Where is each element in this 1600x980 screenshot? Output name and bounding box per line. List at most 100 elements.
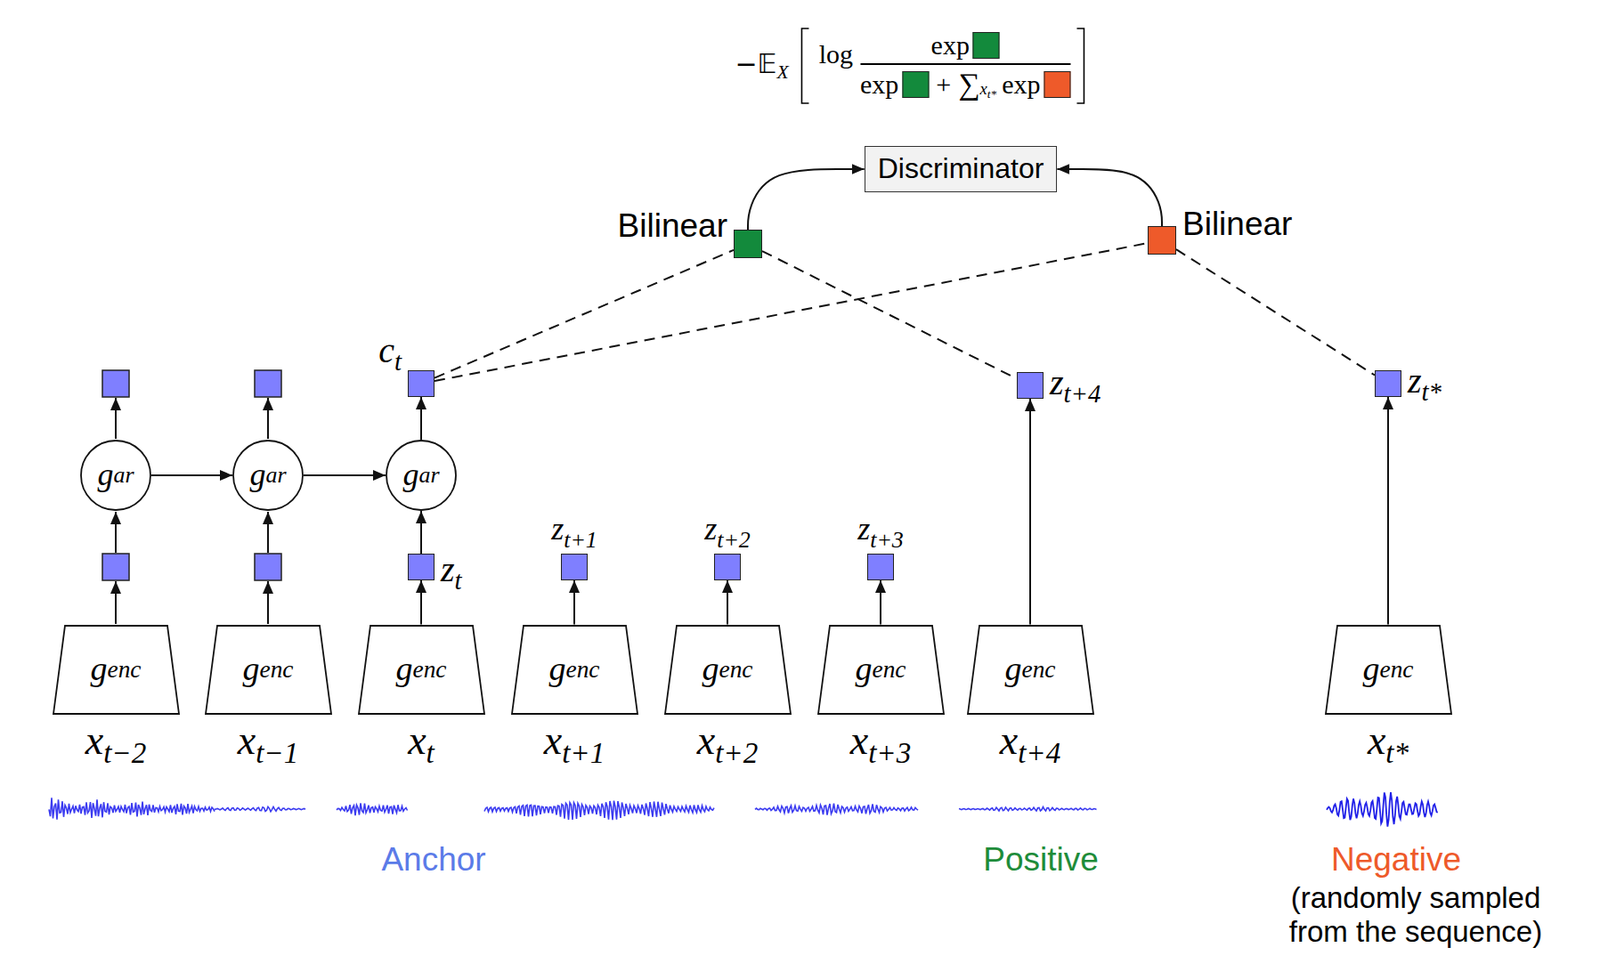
label-group: genc — [204, 625, 333, 715]
label-group: xt−2 — [85, 718, 147, 771]
subscript: t+4 — [1063, 379, 1102, 408]
subscript: t+4 — [1017, 736, 1061, 770]
subscript: t+2 — [714, 736, 758, 770]
subscript: t — [426, 736, 435, 770]
encoder-trapezoid: gencxt — [357, 625, 486, 715]
subscript: t−1 — [255, 736, 299, 770]
encoder-trapezoid: gencxt+1 — [511, 625, 639, 715]
encoder-trapezoid: gencxt+4 — [966, 625, 1095, 715]
label-group: genc — [1324, 625, 1453, 715]
subscript: enc — [413, 656, 447, 683]
arrow-connector — [151, 474, 233, 477]
context-square — [102, 370, 130, 398]
role-label: Negative — [1331, 841, 1462, 880]
subscript: ar — [418, 462, 439, 489]
loss-formula: −𝔼Xlogexpexp+∑xt*exp — [734, 26, 1090, 106]
arrow-connector — [420, 511, 423, 554]
circle — [81, 440, 151, 511]
color-square — [973, 32, 1000, 59]
waveform — [48, 797, 1097, 821]
color-square — [901, 71, 929, 98]
symbol: g — [249, 457, 266, 494]
label-group: xt+3 — [850, 718, 912, 771]
exp-word: exp — [860, 69, 899, 100]
bracket-stroke — [802, 28, 810, 104]
sum-sign: ∑ — [958, 67, 980, 102]
role-label: Positive — [982, 841, 1099, 880]
subscript: ar — [265, 462, 286, 489]
bracket-stroke — [1077, 28, 1085, 104]
autoregressive-circle: gar — [385, 439, 457, 512]
role-label: Anchor — [381, 841, 486, 880]
trapezoid — [53, 625, 179, 715]
label-group: zt+1 — [551, 511, 598, 553]
subscript: enc — [1380, 656, 1414, 683]
node-label: Discriminator — [877, 152, 1045, 185]
symbol: g — [402, 457, 419, 494]
trapezoid — [511, 625, 638, 715]
subscript: t* — [1421, 377, 1442, 407]
bracket — [799, 26, 813, 106]
symbol: g — [97, 457, 114, 494]
label-group: xt−1 — [237, 718, 300, 771]
symbol: g — [549, 650, 567, 689]
color-square — [1044, 71, 1072, 98]
fraction-bar — [860, 63, 1072, 65]
feature-square: zt* — [1374, 370, 1402, 398]
symbol: x — [544, 717, 562, 764]
label-group: xt+2 — [697, 718, 759, 771]
label-group: Discriminator — [877, 153, 1045, 185]
arrow-connector — [420, 580, 423, 626]
dashed-connector — [434, 250, 734, 379]
arrow — [267, 581, 269, 625]
label-group: xt+1 — [544, 718, 606, 771]
label-group: zt+4 — [1049, 363, 1101, 409]
arrow-connector — [1029, 398, 1032, 626]
feature-square — [254, 553, 282, 581]
exp-word: exp — [1001, 69, 1040, 100]
node-label: Bilinear — [1182, 205, 1292, 243]
denominator: exp+∑xt*exp — [860, 64, 1072, 102]
symbol: g — [1005, 650, 1023, 689]
arrow-connector — [303, 474, 386, 477]
subscript: enc — [107, 656, 142, 683]
label-group: genc — [511, 625, 639, 715]
symbol: x — [85, 717, 104, 764]
symbol: g — [396, 650, 414, 689]
label-group: Bilinear — [1182, 206, 1292, 244]
subscript: enc — [719, 656, 754, 683]
symbol: g — [90, 650, 108, 689]
symbol: g — [702, 650, 720, 689]
feature-square: zt+1 — [560, 553, 588, 581]
label-group: genc — [664, 625, 792, 715]
feature-square: Bilinear — [1147, 226, 1177, 255]
symbol: x — [697, 717, 715, 764]
label-group: genc — [817, 625, 945, 715]
feature-square: zt+3 — [867, 553, 894, 581]
label-group: zt* — [1407, 361, 1442, 407]
symbol: x — [237, 717, 256, 764]
arrow-connector — [879, 580, 882, 626]
subscript: enc — [259, 656, 294, 683]
feature-square: Bilinear — [733, 229, 763, 259]
subscript: t+3 — [869, 527, 904, 553]
symbol: z — [1049, 362, 1064, 403]
plus-sign: + — [935, 69, 951, 100]
circle — [386, 440, 456, 511]
subscript: t — [454, 566, 463, 595]
label-group: ct — [378, 331, 402, 377]
expectation-symbol: −𝔼 — [734, 48, 777, 80]
context-square — [254, 370, 282, 398]
expectation: −𝔼X — [734, 48, 788, 85]
symbol: g — [855, 650, 873, 689]
discriminator-box: Discriminator — [864, 146, 1058, 192]
unlabeled-arrows — [115, 397, 269, 625]
fraction: expexp+∑xt*exp — [860, 30, 1072, 102]
symbol: z — [440, 549, 455, 590]
encoder-trapezoid: gencxt−1 — [204, 625, 333, 715]
autoregressive-circle: gar — [80, 439, 152, 512]
symbol: z — [1407, 360, 1422, 401]
